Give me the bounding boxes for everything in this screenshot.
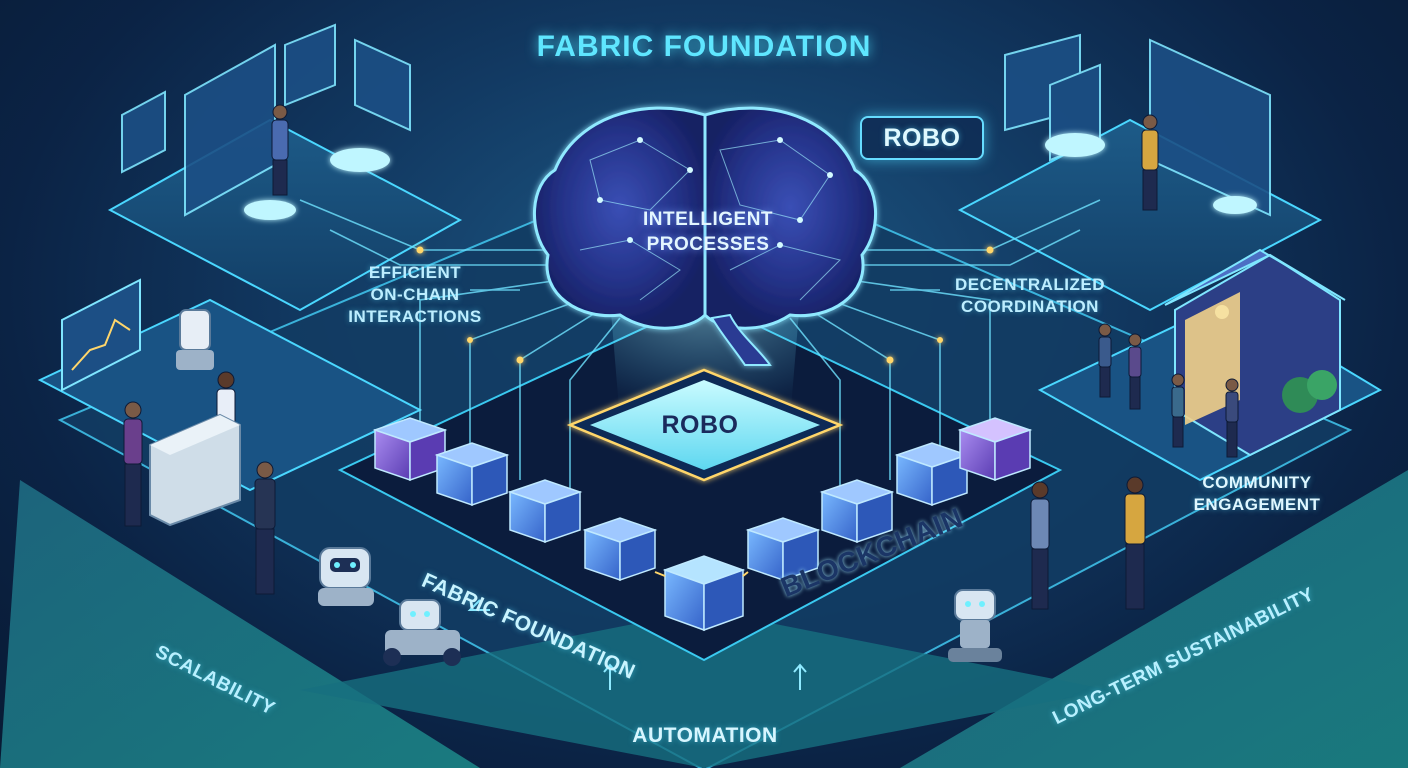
node-dot — [417, 247, 424, 254]
pedestal — [1045, 133, 1105, 157]
robo-platform-label: ROBO — [630, 411, 770, 440]
person-figure — [1125, 477, 1145, 609]
robot — [176, 310, 214, 370]
brain-node — [637, 137, 643, 143]
holo-screen — [122, 92, 165, 172]
person-figure — [124, 402, 142, 526]
person-figure — [1031, 482, 1049, 609]
robo-badge: ROBO — [860, 116, 984, 160]
brain-node — [827, 172, 833, 178]
robot — [318, 548, 374, 606]
node-dot — [987, 247, 994, 254]
label-automation: AUTOMATION — [600, 724, 810, 748]
block-cube — [585, 518, 655, 580]
brain-node — [777, 137, 783, 143]
node-dot — [937, 337, 943, 343]
pedestal — [330, 148, 390, 172]
block-cube — [665, 556, 743, 630]
block-cube — [897, 443, 967, 505]
block-cube — [375, 418, 445, 480]
node-dot — [887, 357, 894, 364]
brain-label: INTELLIGENT PROCESSES — [598, 207, 818, 257]
label-decentralized-coordination: DECENTRALIZED COORDINATION — [920, 274, 1140, 318]
label-efficient-onchain: EFFICIENT ON-CHAIN INTERACTIONS — [320, 262, 510, 328]
block-cube — [437, 443, 507, 505]
pedestal — [1213, 196, 1257, 214]
block-cube — [510, 480, 580, 542]
page-title: FABRIC FOUNDATION — [0, 30, 1408, 64]
block-cube — [960, 418, 1030, 480]
brain-node — [597, 197, 603, 203]
person-figure — [255, 462, 275, 594]
brain-node — [687, 167, 693, 173]
node-dot — [467, 337, 473, 343]
label-community-engagement: COMMUNITY ENGAGEMENT — [1172, 472, 1342, 516]
person-figure — [1172, 374, 1184, 447]
person-figure — [1099, 324, 1111, 397]
node-dot — [517, 357, 524, 364]
pedestal — [244, 200, 296, 220]
